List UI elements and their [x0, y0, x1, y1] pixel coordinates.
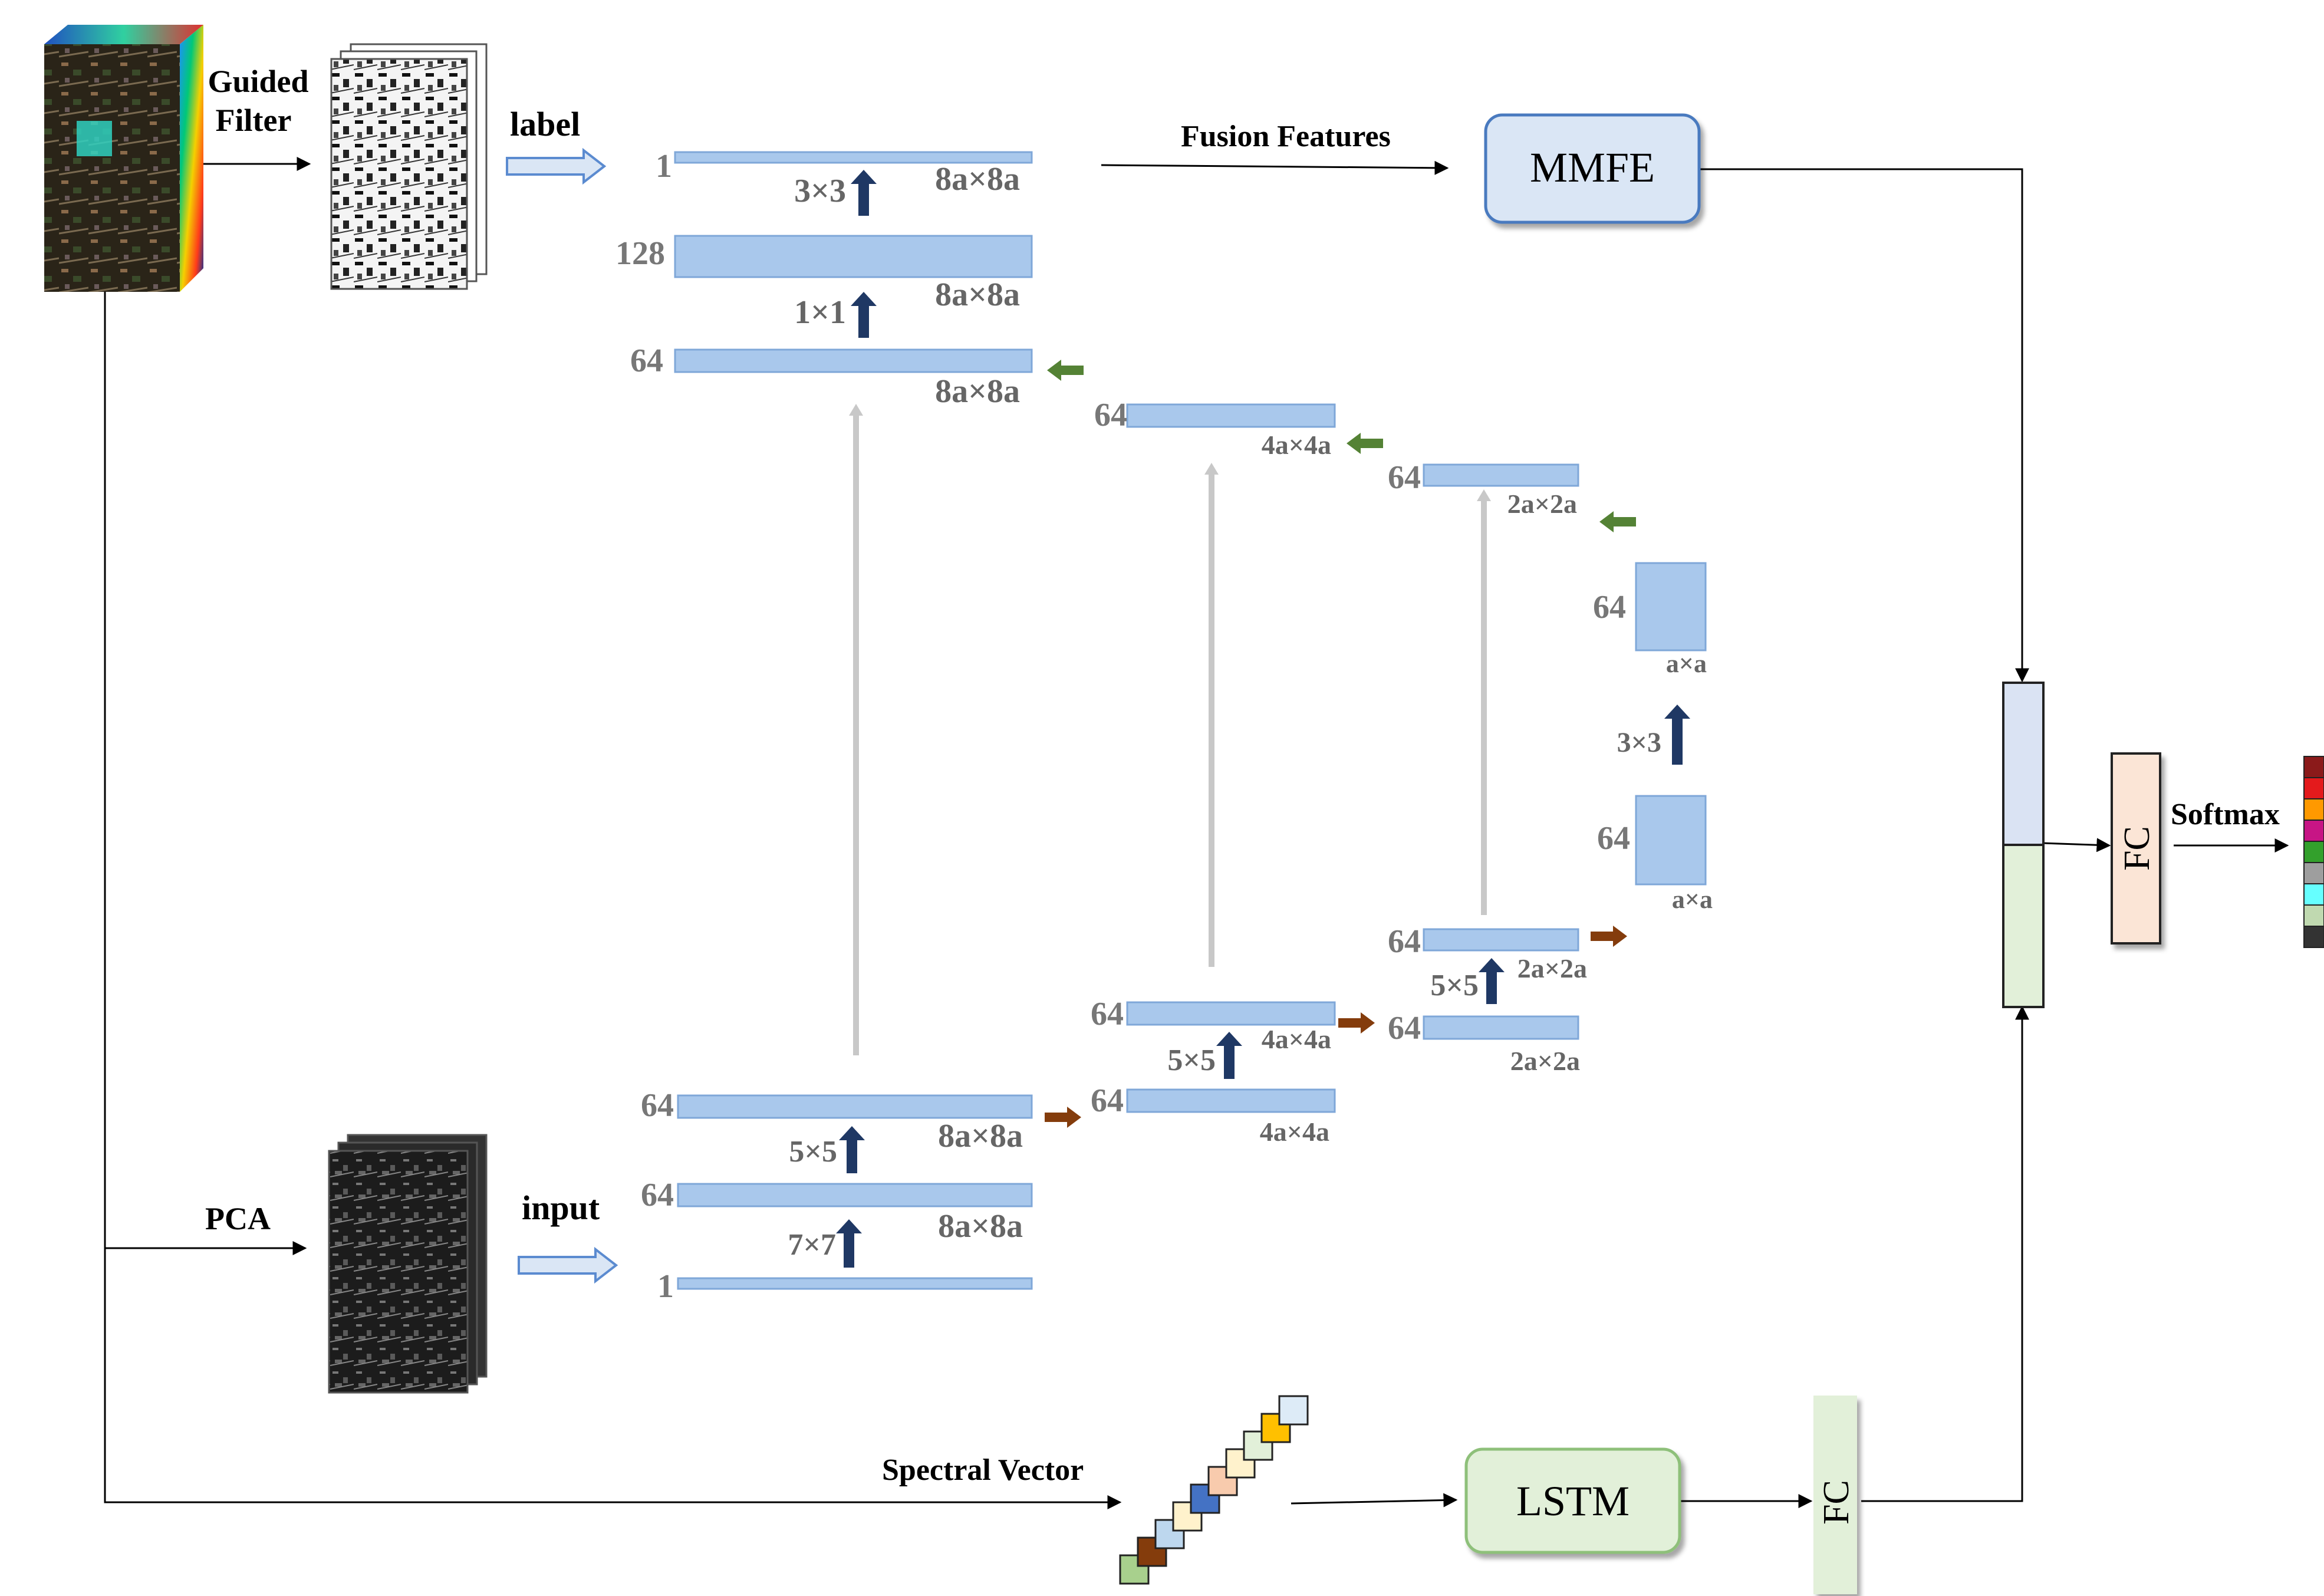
decoder-layer-128: [674, 235, 1033, 278]
fc-main-box: FC: [2111, 752, 2161, 945]
decoder-mid-channels: 128: [615, 235, 665, 272]
softmax-text: Softmax: [2171, 798, 2280, 831]
guided-label-image-stack: [330, 43, 488, 290]
class-cell: [2303, 798, 2324, 821]
class-cell: [2303, 841, 2324, 863]
spectral-band: [1278, 1395, 1309, 1426]
spectral-vector-stack: [1119, 1395, 1309, 1585]
decoder-bottom-size: 8a×8a: [935, 373, 1020, 410]
class-cell: [2303, 777, 2324, 799]
decoder-mid-kernel: 1×1: [794, 294, 846, 331]
pca-text: PCA: [205, 1201, 271, 1236]
spectral-band: [1190, 1483, 1220, 1514]
bottleneck-upper-size: a×a: [1666, 649, 1707, 678]
guided-filter-label-line2: Filter: [216, 103, 292, 138]
decoder-layer-1: [674, 151, 1033, 164]
decoder-layer-2a: [1423, 463, 1579, 487]
decoder-d4-size: 4a×4a: [1262, 430, 1331, 460]
lstm-label: LSTM: [1516, 1477, 1630, 1525]
fc-lstm-box: FC: [1813, 1396, 1857, 1594]
encoder-e3a: [1126, 1088, 1336, 1113]
encoder-e1: [677, 1183, 1033, 1207]
connectors: [104, 157, 2289, 1509]
decoder-top-size: 8a×8a: [935, 161, 1020, 198]
spectral-vector-text: Spectral Vector: [882, 1453, 1084, 1487]
class-cell: [2303, 883, 2324, 906]
decoder-d2-size: 2a×2a: [1507, 489, 1577, 519]
label-arrow: [506, 147, 607, 185]
decoder-bottom-channels: 64: [630, 343, 663, 379]
hyperspectral-cube: [44, 25, 203, 292]
class-cell: [2303, 926, 2324, 948]
encoder-e3b-channels: 64: [1091, 996, 1124, 1032]
encoder-input: [677, 1277, 1033, 1290]
fusion-features-text: Fusion Features: [1181, 120, 1391, 153]
bottleneck-kernel: 3×3: [1617, 727, 1661, 758]
encoder-e2-channels: 64: [641, 1087, 674, 1124]
concat-vector: [2002, 682, 2045, 1008]
encoder-e4b-kernel: 5×5: [1430, 969, 1479, 1002]
encoder-e1-kernel: 7×7: [788, 1228, 836, 1262]
lstm-box: LSTM: [1464, 1447, 1681, 1554]
guided-filter-label-line1: Guided: [208, 64, 308, 99]
bottleneck-lower-size: a×a: [1672, 885, 1713, 914]
class-cell: [2303, 756, 2324, 778]
skip-connections: [853, 413, 1487, 1055]
encoder-e4a-channels: 64: [1388, 1010, 1421, 1047]
decoder-mid-size: 8a×8a: [935, 277, 1020, 313]
decoder-layer-4a: [1126, 403, 1336, 428]
encoder-e3b-kernel: 5×5: [1167, 1044, 1216, 1077]
input-arrow: [518, 1246, 618, 1284]
encoder-e3a-size: 4a×4a: [1260, 1117, 1329, 1147]
spectral-band: [1119, 1554, 1150, 1585]
conv-up-arrows: [836, 170, 1690, 1268]
encoder-e2-size: 8a×8a: [938, 1118, 1023, 1154]
encoder-e2: [677, 1094, 1033, 1119]
bottleneck-lower-channels: 64: [1597, 820, 1630, 857]
mmfe-box: MMFE: [1484, 113, 1701, 224]
bottleneck-upper-channels: 64: [1593, 589, 1626, 626]
upsample-arrows: [1047, 360, 1636, 532]
encoder-e2-kernel: 5×5: [789, 1135, 837, 1169]
decoder-top-kernel: 3×3: [794, 173, 846, 209]
encoder-e4b: [1423, 928, 1579, 952]
layer-bars: [674, 151, 1707, 1290]
spectral-band: [1137, 1536, 1167, 1567]
encoder-e1-size: 8a×8a: [938, 1208, 1023, 1245]
fc-main-label: FC: [2117, 826, 2157, 871]
bottleneck-lower: [1635, 795, 1707, 886]
class-cell: [2303, 820, 2324, 842]
bottleneck-upper: [1635, 562, 1707, 651]
encoder-e4a: [1423, 1015, 1579, 1040]
downsample-arrows: [1045, 926, 1627, 1128]
encoder-e4b-size: 2a×2a: [1517, 953, 1587, 983]
input-text: input: [522, 1189, 600, 1227]
decoder-d4-channels: 64: [1094, 397, 1127, 433]
encoder-e3b: [1126, 1001, 1336, 1026]
decoder-d2-channels: 64: [1388, 459, 1421, 496]
encoder-e1-channels: 64: [641, 1177, 674, 1213]
class-cell: [2303, 904, 2324, 927]
class-output-vector: [2303, 756, 2324, 948]
class-cell: [2303, 862, 2324, 884]
encoder-input-channels: 1: [657, 1268, 674, 1305]
label-text: label: [510, 105, 580, 143]
encoder-e4a-size: 2a×2a: [1510, 1046, 1580, 1076]
fc-lstm-label: FC: [1816, 1480, 1856, 1525]
pca-input-image-stack: [328, 1134, 488, 1394]
decoder-top-channels: 1: [656, 148, 672, 185]
mmfe-label: MMFE: [1530, 144, 1655, 191]
text-labels: Guided Filter label input PCA Fusion Fea…: [205, 64, 2280, 1487]
decoder-layer-64: [674, 348, 1033, 373]
encoder-e3b-size: 4a×4a: [1262, 1024, 1331, 1054]
encoder-e4b-channels: 64: [1388, 923, 1421, 960]
encoder-e3a-channels: 64: [1091, 1082, 1124, 1119]
